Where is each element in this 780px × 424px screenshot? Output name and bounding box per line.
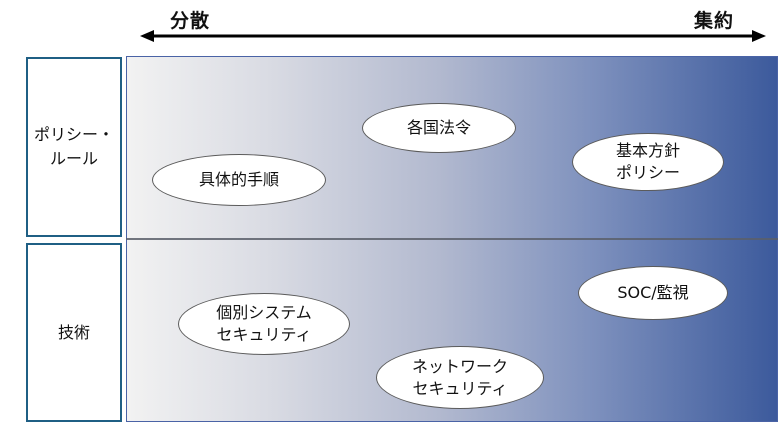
double-arrow-icon [140, 30, 766, 42]
item-text: ポリシー [615, 163, 680, 182]
arrow-head-left [140, 30, 154, 42]
item-national-laws: 各国法令 [362, 103, 516, 153]
arrow-head-right [752, 30, 766, 42]
item-text: セキュリティ [412, 378, 508, 398]
axis-label-centralized: 集約 [694, 10, 735, 32]
item-individual-system-security: 個別システム セキュリティ [178, 293, 350, 355]
item-basic-policy: 基本方針 ポリシー [572, 133, 724, 191]
item-network-security: ネットワーク セキュリティ [376, 346, 544, 409]
item-soc-monitoring: SOC/監視 [578, 266, 728, 320]
item-text: ネットワーク [411, 356, 508, 376]
row-label-line: 技術 [57, 322, 90, 342]
row-label-technology: 技術 [26, 243, 122, 422]
item-text: 個別システム [216, 303, 312, 322]
item-text: セキュリティ [216, 325, 312, 344]
row-label-line: ルール [49, 149, 98, 168]
item-text: 具体的手順 [198, 170, 279, 189]
row-label-policy-rules: ポリシー・ ルール [26, 57, 122, 237]
row-label-line: ポリシー・ [33, 125, 114, 144]
row-divider [126, 238, 778, 240]
axis-label-decentralized: 分散 [170, 10, 211, 32]
item-text: SOC/監視 [617, 283, 689, 302]
item-specific-procedures: 具体的手順 [152, 154, 326, 206]
item-text: 基本方針 [615, 141, 680, 160]
item-text: 各国法令 [406, 118, 471, 137]
